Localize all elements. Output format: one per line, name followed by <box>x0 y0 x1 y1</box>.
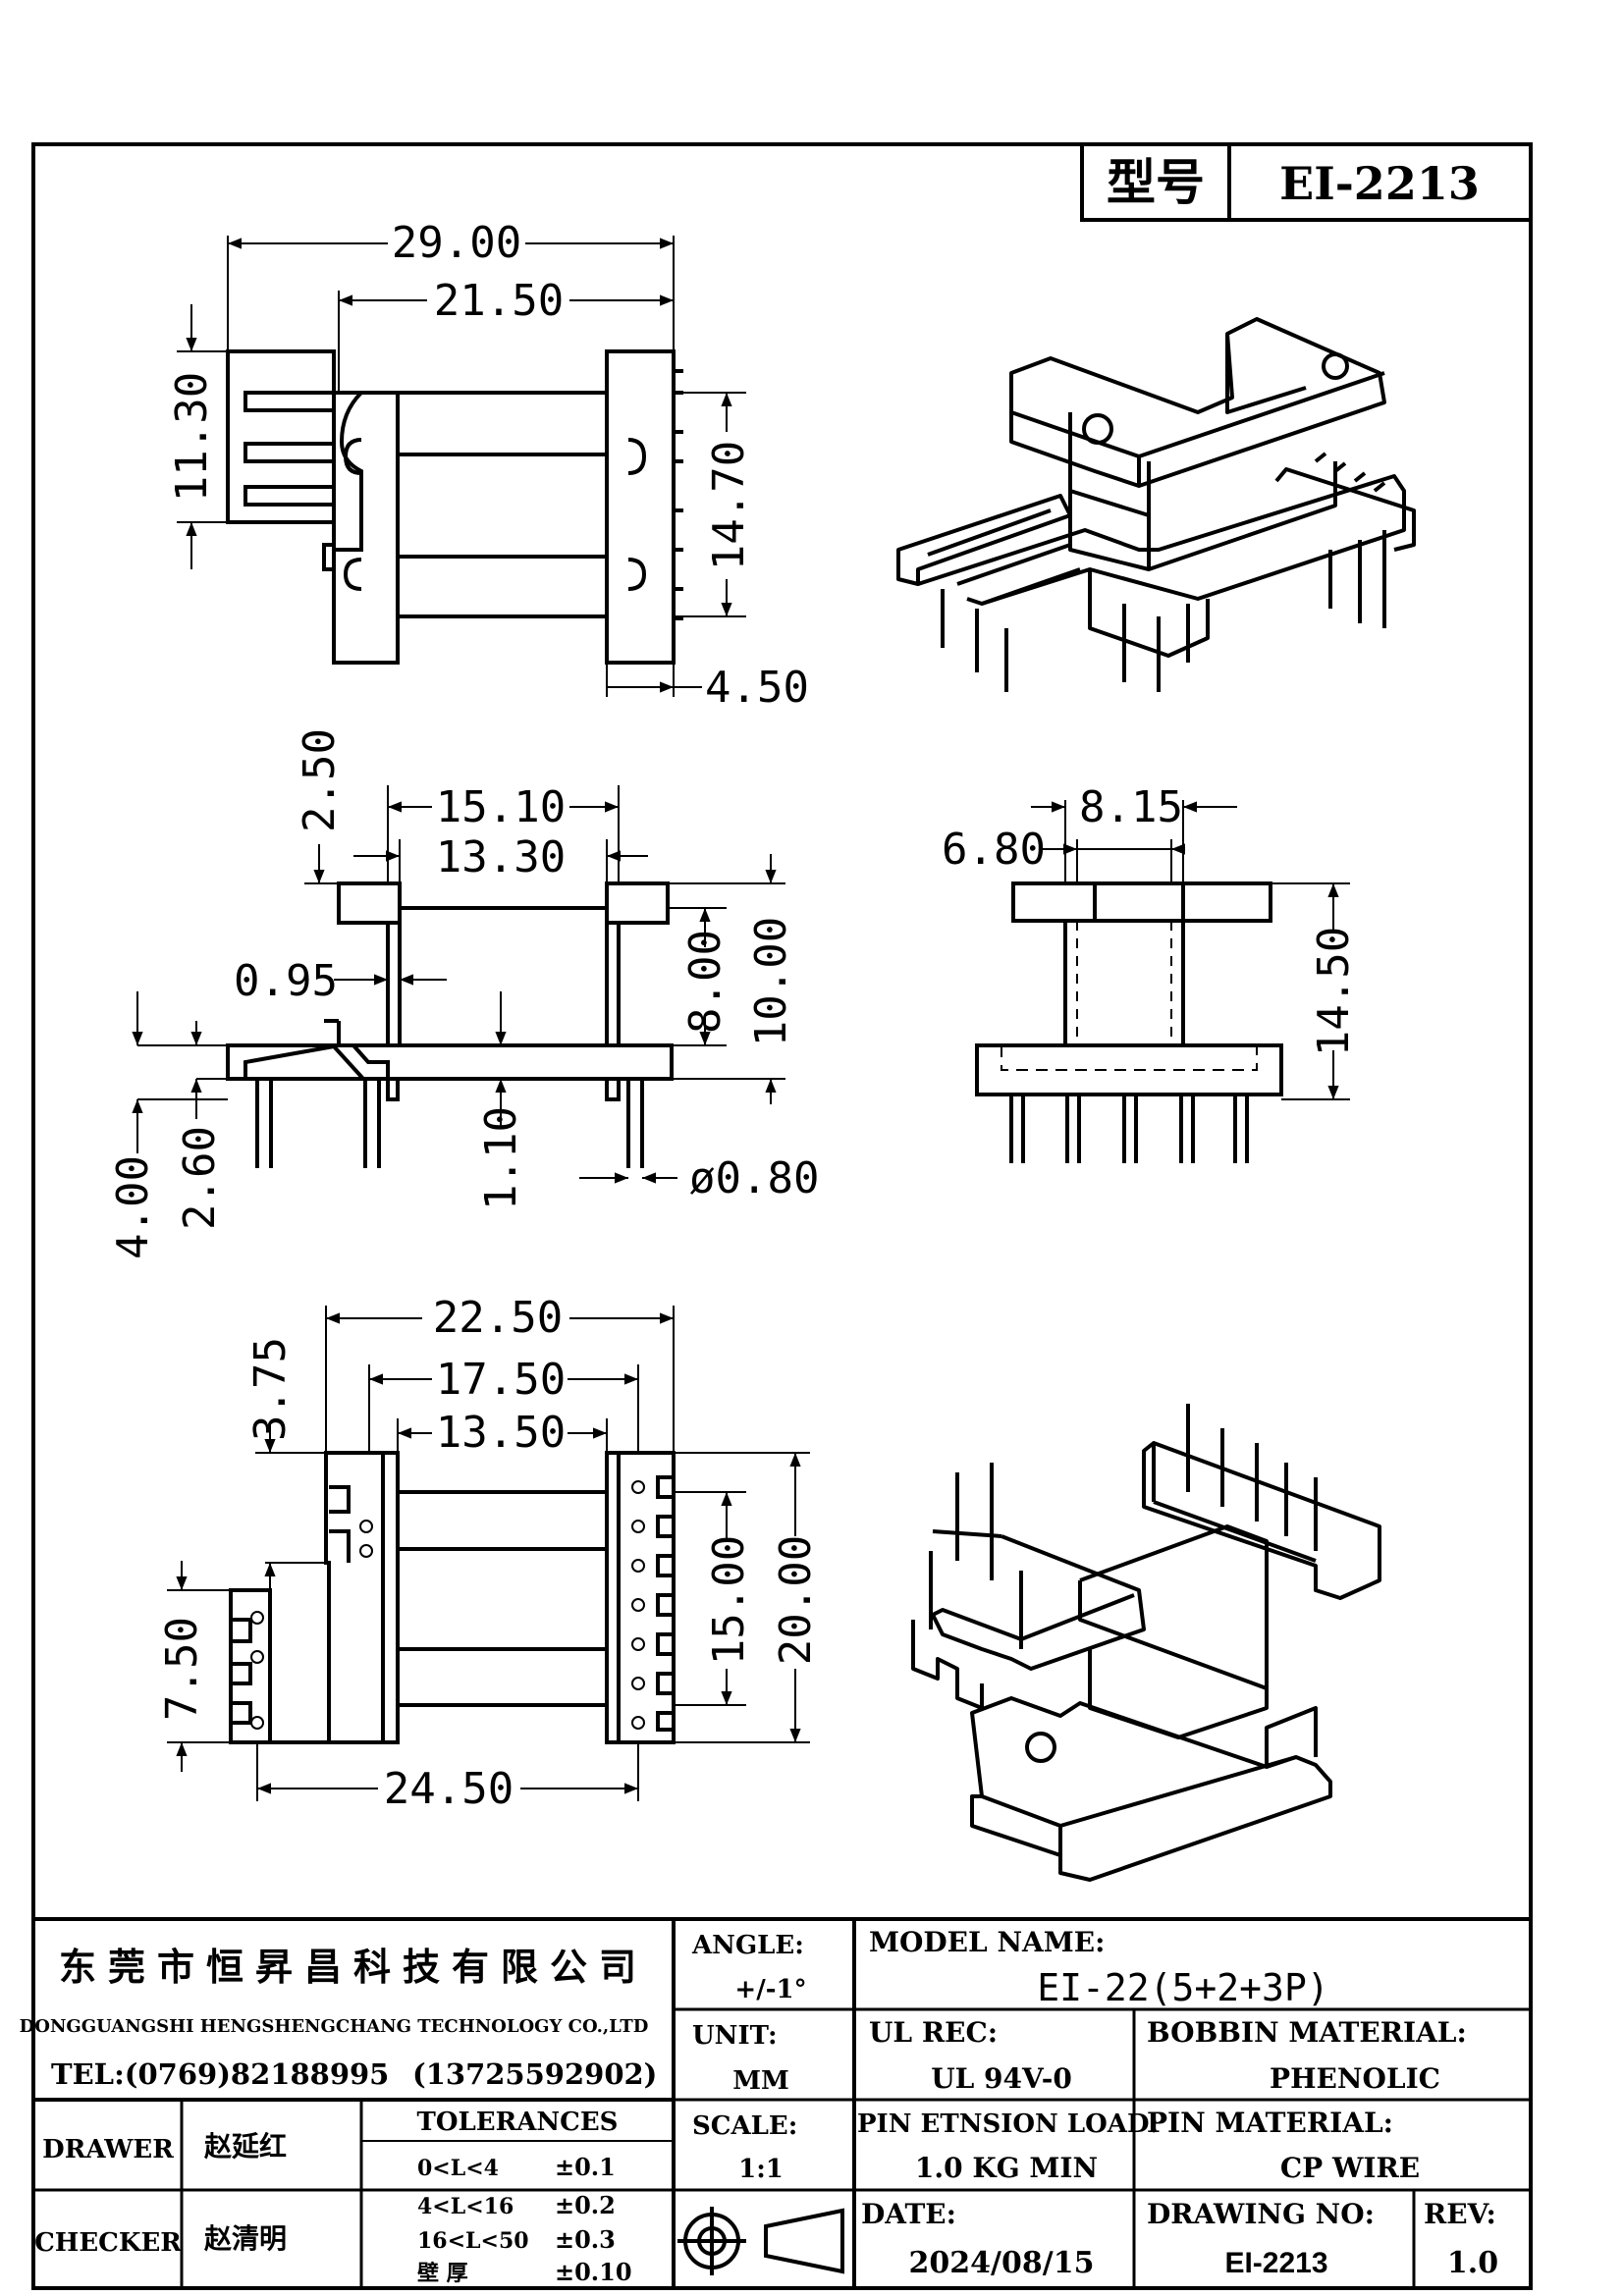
bottom-view-dims <box>167 1306 810 1801</box>
bobbin-material-label: BOBBIN MATERIAL: <box>1147 2016 1467 2049</box>
checker-name: 赵清明 <box>203 2222 287 2255</box>
dim-front-core-width: 6.80 <box>942 825 1046 875</box>
dim-front-center-width: 8.15 <box>1079 782 1183 832</box>
tolerance-value: ±0.3 <box>555 2225 616 2254</box>
dim-top-overall-width: 29.00 <box>392 218 521 268</box>
dim-top-inner-width: 21.50 <box>434 276 564 326</box>
tolerance-range: 16<L<50 <box>417 2228 529 2254</box>
tolerance-value: ±0.1 <box>555 2153 616 2181</box>
company-name-cn: 东莞市恒昇昌科技有限公司 <box>59 1945 648 1989</box>
dim-side-pin-length: 4.00 <box>108 1155 158 1259</box>
model-name-label: MODEL NAME: <box>869 1926 1105 1958</box>
ul-rec-label: UL REC: <box>869 2016 998 2049</box>
tolerance-table: 0<L<4 ±0.1 4<L<16 ±0.2 16<L<50 ±0.3 壁 厚 … <box>417 2153 632 2286</box>
drawing-no-label: DRAWING NO: <box>1147 2198 1375 2230</box>
ul-rec-value: UL 94V-0 <box>931 2062 1072 2095</box>
front-view <box>975 881 1283 1163</box>
dim-bottom-mid-width: 17.50 <box>436 1355 566 1405</box>
drawing-no-value: EI-2213 <box>1224 2247 1327 2279</box>
pin-material-label: PIN MATERIAL: <box>1147 2107 1393 2139</box>
projection-symbol-icon <box>677 2207 844 2275</box>
angle-label: ANGLE: <box>691 1931 804 1960</box>
dim-top-left-height: 11.30 <box>167 372 217 502</box>
bottom-view-holes <box>250 1480 645 1730</box>
rev-label: REV: <box>1424 2198 1496 2230</box>
bobbin-material-value: PHENOLIC <box>1270 2062 1440 2095</box>
bottom-view <box>229 1451 676 1744</box>
unit-value: MM <box>732 2066 789 2096</box>
title-block-grid <box>33 1917 1531 2288</box>
tolerance-range: 4<L<16 <box>417 2194 514 2219</box>
company-mobile: (13725592902) <box>412 2057 657 2091</box>
rev-value: 1.0 <box>1447 2246 1498 2280</box>
top-view-dims <box>177 236 746 697</box>
angle-value: +/-1° <box>734 1975 806 2004</box>
company-name-en: DONGGUANGSHI HENGSHENGCHANG TECHNOLOGY C… <box>20 2016 649 2037</box>
dim-side-pin-gap: 1.10 <box>476 1106 526 1210</box>
company-tel: TEL:(0769)82188995 <box>51 2057 389 2091</box>
pin-material-value: CP WIRE <box>1280 2152 1420 2184</box>
dim-top-flange-thickness: 4.50 <box>705 663 809 713</box>
sheet-border <box>31 142 1533 2290</box>
side-view-dims <box>132 785 785 1184</box>
dim-bottom-inner-width: 13.50 <box>436 1408 566 1458</box>
dim-bottom-outer-height: 20.00 <box>771 1535 821 1665</box>
dim-bottom-inner-height: 15.00 <box>704 1535 754 1665</box>
model-box-value: EI-2213 <box>1279 157 1480 210</box>
tolerance-range: 壁 厚 <box>417 2261 468 2286</box>
tolerance-value: ±0.2 <box>555 2191 616 2219</box>
dim-side-total-height: 10.00 <box>746 917 796 1046</box>
pin-tension-value: 1.0 KG MIN <box>915 2152 1098 2184</box>
dim-bottom-pin-span-left: 7.50 <box>157 1617 207 1721</box>
checker-label: CHECKER <box>34 2228 182 2258</box>
unit-label: UNIT: <box>692 2021 778 2051</box>
drawer-label: DRAWER <box>42 2135 174 2164</box>
dim-side-flange-inner: 13.30 <box>436 832 566 882</box>
model-name-value: EI-22(5+2+3P) <box>1037 1966 1328 2009</box>
model-box-label: 型号 <box>1107 153 1205 211</box>
dim-front-total-height: 14.50 <box>1309 927 1359 1056</box>
model-box: 型号 EI-2213 <box>1080 142 1533 222</box>
top-view <box>226 349 683 665</box>
dim-side-flange-outer: 15.10 <box>436 782 566 832</box>
dim-bottom-overall-width: 22.50 <box>433 1293 563 1343</box>
dim-bottom-top-offset: 3.75 <box>245 1337 296 1441</box>
dim-side-wall: 0.95 <box>234 956 338 1006</box>
side-view <box>226 881 674 1168</box>
front-view-dims <box>1031 800 1350 1100</box>
tolerance-range: 0<L<4 <box>417 2156 499 2181</box>
dim-bottom-base-width: 24.50 <box>384 1764 514 1814</box>
scale-value: 1:1 <box>738 2155 784 2184</box>
date-label: DATE: <box>861 2198 956 2230</box>
drawer-name: 赵延红 <box>203 2130 287 2163</box>
iso-view-bottom <box>911 1404 1381 1882</box>
dim-side-window-height: 8.00 <box>680 930 730 1034</box>
dim-side-pin-length-short: 2.60 <box>175 1126 225 1230</box>
tolerances-label: TOLERANCES <box>417 2108 619 2137</box>
dim-side-pin-diameter: ø0.80 <box>689 1153 819 1203</box>
iso-view-top <box>896 317 1416 692</box>
dim-side-top-offset: 2.50 <box>295 728 345 832</box>
pin-tension-label: PIN ETNSION LOAD: <box>857 2109 1159 2139</box>
scale-label: SCALE: <box>692 2111 797 2141</box>
date-value: 2024/08/15 <box>909 2246 1095 2280</box>
dim-top-right-height: 14.70 <box>704 441 754 570</box>
tolerance-value: ±0.10 <box>555 2258 632 2286</box>
